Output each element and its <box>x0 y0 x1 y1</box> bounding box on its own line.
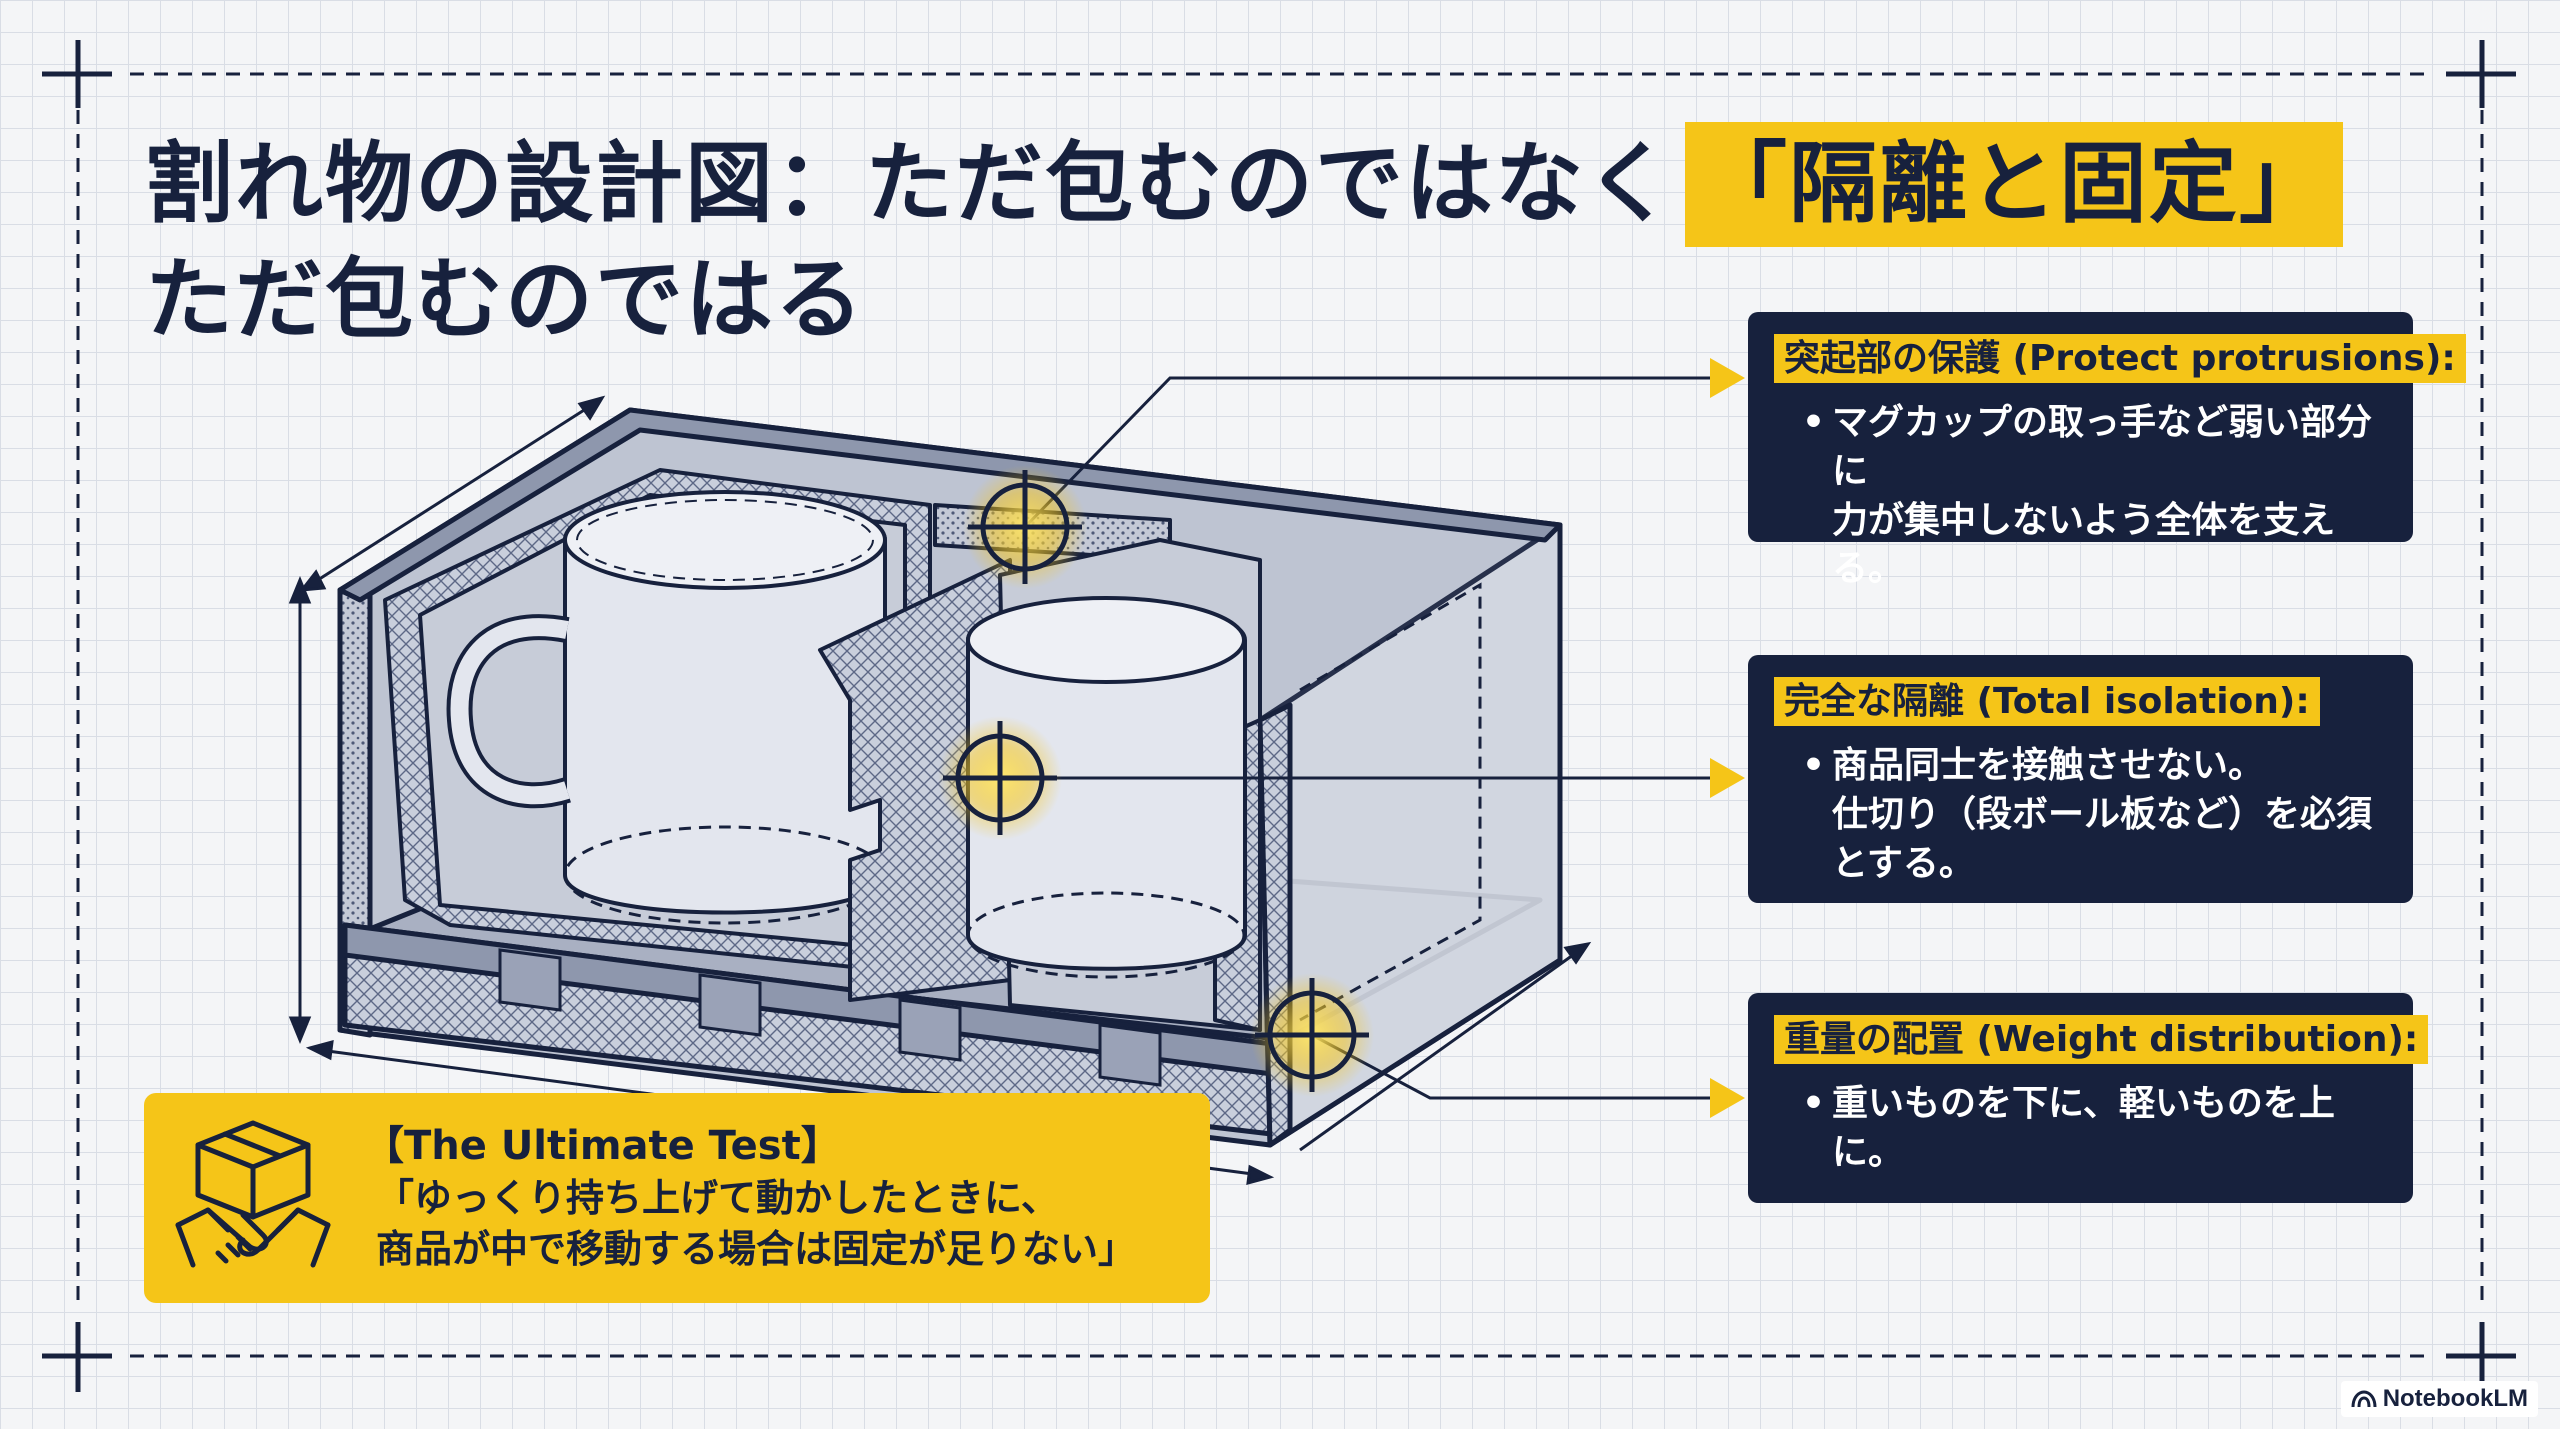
arrow-weight <box>1710 1078 1745 1118</box>
arrow-isolation <box>1710 758 1745 798</box>
callout-heading: 重量の配置 (Weight distribution): <box>1774 1015 2429 1065</box>
target-isolation <box>938 716 1062 840</box>
page-subtitle: ただ包むのではる <box>145 248 866 351</box>
callout-heading: 完全な隔離 (Total isolation): <box>1774 677 2320 727</box>
bullet: • <box>1802 1083 1826 1125</box>
arrow-protrusions <box>1710 358 1745 398</box>
callout-text: マグカップの取っ手など弱い部分に 力が集中しないよう全体を支える。 <box>1832 402 2373 590</box>
notebooklm-logo-icon <box>2351 1390 2377 1408</box>
mug-left <box>446 490 887 925</box>
callout-body: •マグカップの取っ手など弱い部分に 力が集中しないよう全体を支える。 <box>1774 399 2387 593</box>
ultimate-test-box: 【The Ultimate Test】 「ゆっくり持ち上げて動かしたときに、 商… <box>144 1093 1210 1303</box>
callout-total-isolation: 完全な隔離 (Total isolation): •商品同士を接触させない。 仕… <box>1748 655 2413 903</box>
callout-text: 重いものを下に、軽いものを上に。 <box>1832 1083 2335 1173</box>
notebooklm-brand: NotebookLM <box>2340 1381 2538 1417</box>
callout-protect-protrusions: 突起部の保護 (Protect protrusions): •マグカップの取っ手… <box>1748 312 2466 589</box>
brand-label: NotebookLM <box>2382 1385 2528 1412</box>
bullet: • <box>1802 745 1826 787</box>
target-weight <box>1250 973 1374 1097</box>
test-body: 「ゆっくり持ち上げて動かしたときに、 商品が中で移動する場合は固定が足りない」 <box>376 1176 1137 1272</box>
callout-body: •商品同士を接触させない。 仕切り（段ボール板など）を必須 とする。 <box>1774 742 2387 888</box>
target-protrusions <box>963 465 1087 589</box>
callout-weight-distribution: 重量の配置 (Weight distribution): •重いものを下に、軽い… <box>1748 993 2429 1203</box>
callout-heading: 突起部の保護 (Protect protrusions): <box>1774 334 2466 384</box>
box-handshake-icon <box>175 1120 331 1268</box>
test-title: 【The Ultimate Test】 <box>364 1123 841 1169</box>
title-highlight: 「隔離と固定」 <box>1685 122 2344 247</box>
callout-text: 商品同士を接触させない。 仕切り（段ボール板など）を必須 とする。 <box>1832 745 2373 884</box>
page-title: 割れ物の設計図：ただ包むのではなく「隔離と固定」 <box>145 122 2344 247</box>
bullet: • <box>1802 402 1826 444</box>
callout-body: •重いものを下に、軽いものを上に。 <box>1774 1080 2387 1177</box>
right-dashed-compartment <box>1299 582 1482 1022</box>
mug-right <box>966 596 1247 979</box>
title-line-1: 割れ物の設計図：ただ包むのではなく <box>145 132 1676 235</box>
